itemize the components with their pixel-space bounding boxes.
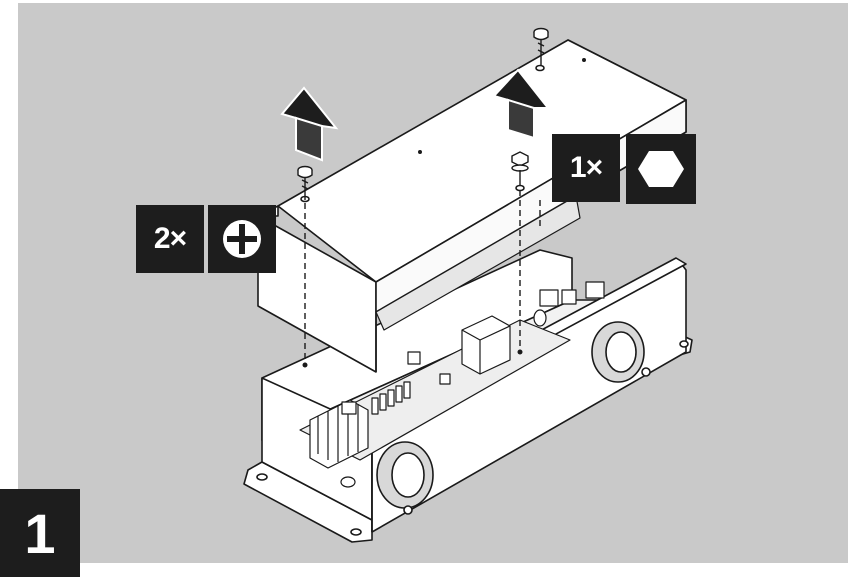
phillips-quantity-label: 2×	[153, 222, 187, 255]
step-number-badge: 1	[0, 489, 80, 577]
phillips-screw-left	[297, 165, 313, 200]
hex-quantity-badge: 1×	[552, 134, 620, 202]
hex-drive-icon	[638, 151, 684, 187]
phillips-quantity-badge: 2×	[136, 205, 204, 273]
phillips-drive-icon	[223, 220, 261, 258]
hex-tool-badge	[626, 134, 696, 204]
step-number: 1	[24, 501, 56, 565]
hex-quantity-label: 1×	[569, 151, 603, 184]
knockout-right	[591, 321, 651, 383]
up-arrow-left	[280, 86, 339, 162]
screw-guide-lines	[304, 190, 541, 365]
circuit-board	[299, 281, 605, 488]
phillips-screw-right	[533, 27, 549, 66]
hex-screw	[511, 151, 529, 186]
knockout-left	[376, 441, 434, 515]
up-arrow-right	[492, 68, 551, 140]
phillips-tool-badge	[208, 205, 276, 273]
